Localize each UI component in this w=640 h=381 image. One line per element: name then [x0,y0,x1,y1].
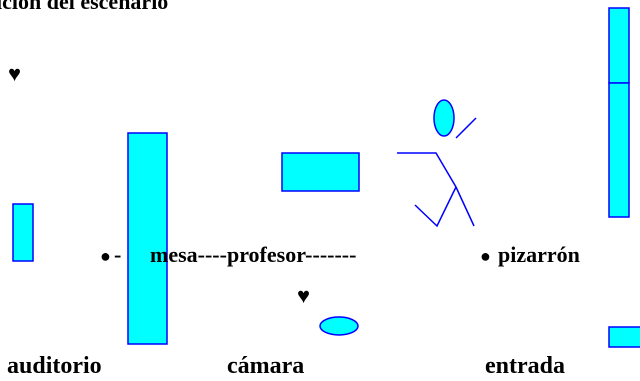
pizarron-label: pizarrón [498,242,580,267]
entrada-label: entrada [485,353,565,379]
right-tall-rect-upper [608,7,630,84]
camara-label: cámara [227,353,304,379]
diagram-title: ición del escenario [0,0,168,14]
wide-rect-center [281,152,360,192]
heart-icon-middle: ♥ [297,283,310,308]
right-tall-rect-lower [608,82,630,218]
dash-after-bullet: - [114,242,121,267]
entrada-rect [608,326,640,348]
bullet-left: ● [100,246,111,266]
heart-icon-top: ♥ [8,61,21,86]
tall-rect-mesa [127,132,168,345]
figure-icon [397,99,477,228]
left-small-rect [12,203,34,262]
auditorio-label: auditorio [7,353,102,379]
mesa-profesor-label: mesa----profesor------- [150,242,356,267]
bullet-right: ● [480,246,491,266]
ellipse-camara [319,316,359,336]
